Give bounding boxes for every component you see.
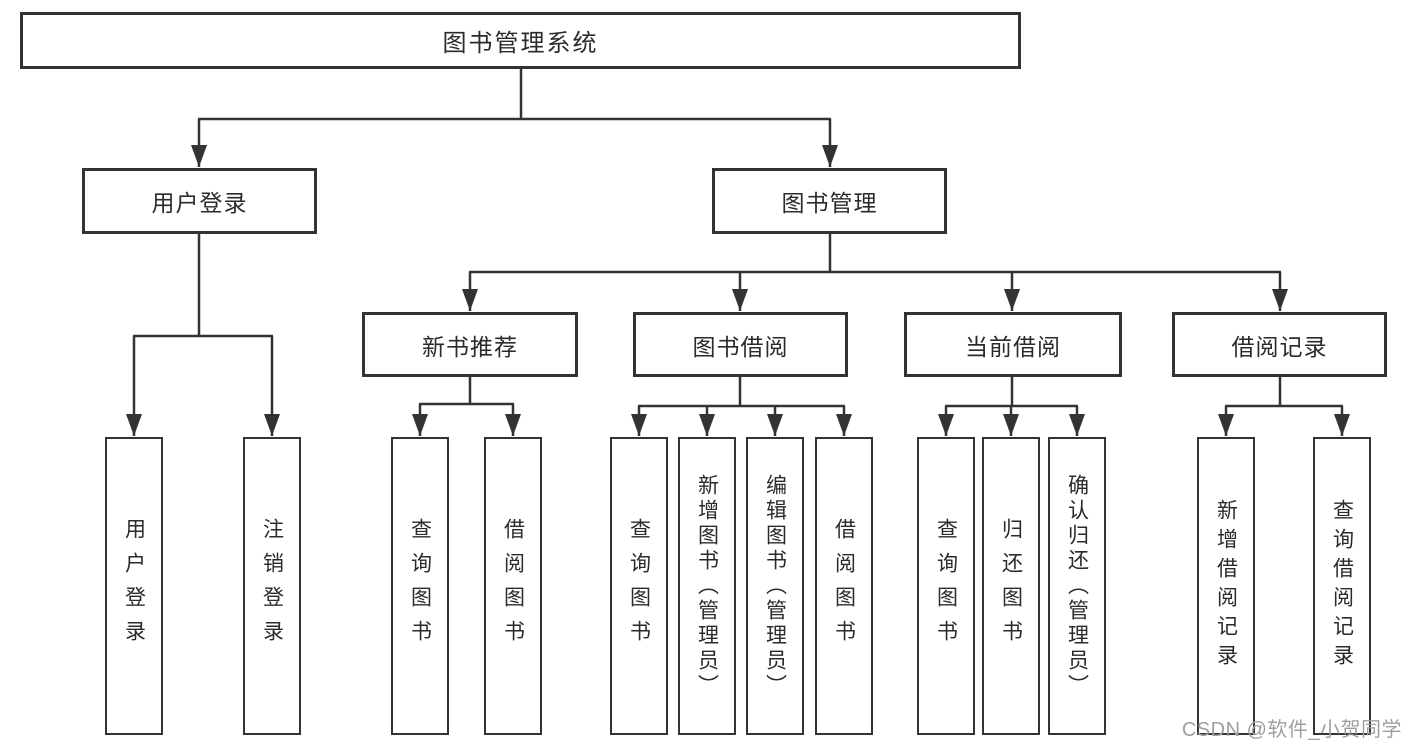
node-label: 查询图书 [934,518,958,654]
leaf-query-books-3: 查询图书 [917,437,975,735]
node-label: 查询借阅记录 [1330,499,1354,673]
leaf-edit-books-admin: 编辑图书（管理员） [746,437,804,735]
node-label: 归还图书 [999,518,1023,654]
node-new-book-recommend: 新书推荐 [362,312,578,377]
node-label: 查询图书 [408,518,432,654]
leaf-query-books-1: 查询图书 [391,437,449,735]
node-book-management: 图书管理 [712,168,947,234]
watermark: CSDN @软件_小贺同学 [1181,719,1402,741]
leaf-query-books-2: 查询图书 [610,437,668,735]
node-label: 借阅记录 [1231,333,1328,360]
node-label: 新书推荐 [422,333,518,360]
node-label: 借阅图书 [832,518,856,654]
leaf-borrow-books-1: 借阅图书 [484,437,542,735]
leaf-add-books-admin: 新增图书（管理员） [678,437,736,735]
leaf-logout: 注销登录 [243,437,301,735]
leaf-user-login: 用户登录 [105,437,163,735]
node-label: 图书管理系统 [442,30,599,57]
leaf-add-borrow-record: 新增借阅记录 [1197,437,1255,735]
node-book-borrowing: 图书借阅 [633,312,848,377]
node-label: 图书借阅 [692,333,789,360]
node-current-borrowing: 当前借阅 [904,312,1122,377]
node-label: 注销登录 [260,518,284,654]
node-label: 用户登录 [122,518,146,654]
node-label: 编辑图书（管理员） [763,473,787,699]
leaf-query-borrow-record: 查询借阅记录 [1313,437,1371,735]
node-label: 借阅图书 [501,518,525,654]
node-label: 查询图书 [627,518,651,654]
node-label: 当前借阅 [965,333,1061,360]
node-label: 确认归还（管理员） [1065,473,1089,699]
node-library-management-system: 图书管理系统 [20,12,1021,69]
node-user-login: 用户登录 [82,168,317,234]
node-label: 新增借阅记录 [1214,499,1238,673]
leaf-borrow-books-2: 借阅图书 [815,437,873,735]
leaf-confirm-return-admin: 确认归还（管理员） [1048,437,1106,735]
node-label: 新增图书（管理员） [695,473,719,699]
node-label: 图书管理 [781,190,878,216]
node-label: 用户登录 [151,190,248,216]
node-borrowing-records: 借阅记录 [1172,312,1387,377]
leaf-return-books: 归还图书 [982,437,1040,735]
